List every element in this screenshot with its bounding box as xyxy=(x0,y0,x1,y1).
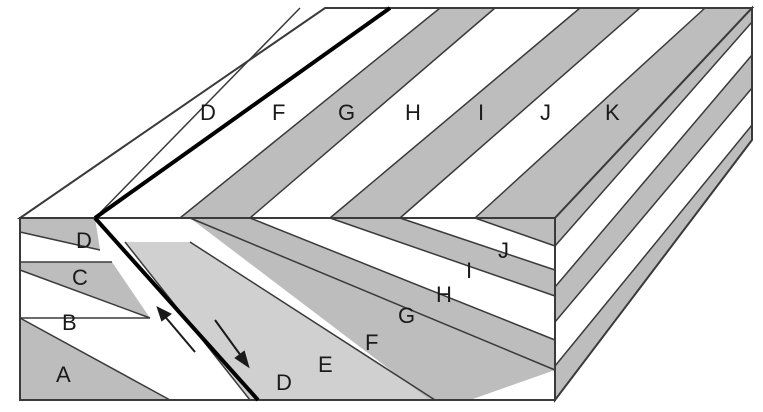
top-label-g: G xyxy=(338,100,355,125)
front-label-c: C xyxy=(72,265,88,290)
top-label-h: H xyxy=(405,100,421,125)
top-label-k: K xyxy=(605,100,620,125)
front-label-d-left: D xyxy=(76,228,92,253)
front-label-g: G xyxy=(398,303,415,328)
front-label-j: J xyxy=(498,238,509,263)
top-label-f: F xyxy=(272,100,285,125)
front-label-b: B xyxy=(62,310,77,335)
front-label-e: E xyxy=(318,352,333,377)
front-label-h: H xyxy=(436,282,452,307)
front-label-d-right: D xyxy=(276,370,292,395)
top-label-i: I xyxy=(478,100,484,125)
top-label-j: J xyxy=(540,100,551,125)
front-label-f: F xyxy=(365,330,378,355)
front-label-a: A xyxy=(56,362,71,387)
top-label-d: D xyxy=(200,100,216,125)
front-label-i: I xyxy=(466,258,472,283)
